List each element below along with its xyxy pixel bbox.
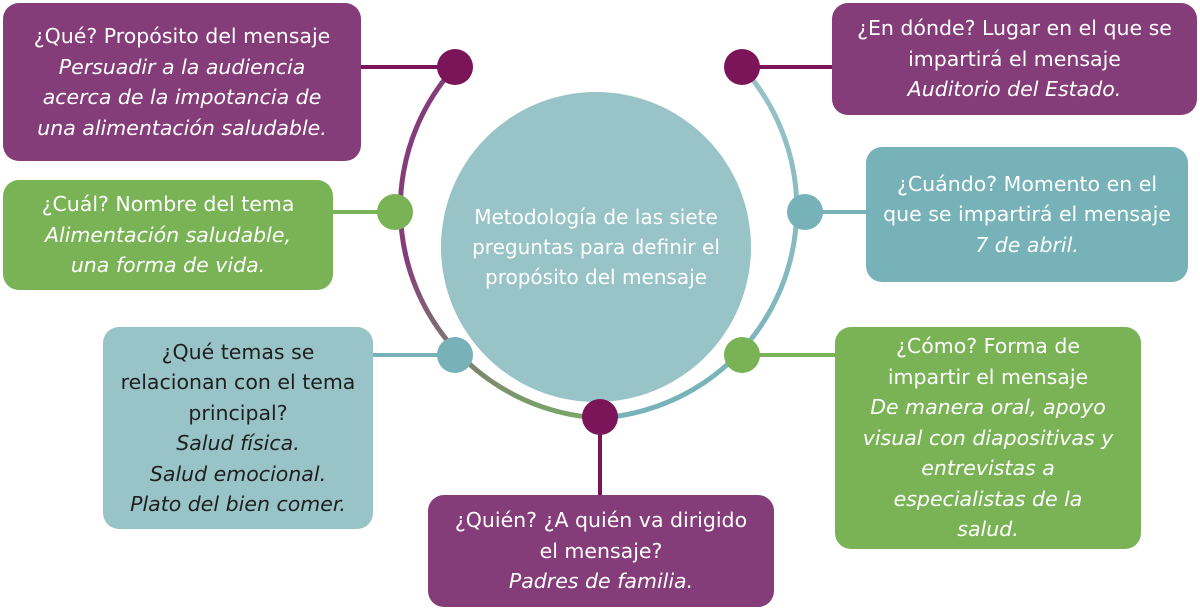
node-temas xyxy=(437,337,473,373)
center-circle xyxy=(441,92,751,402)
box-como-answer: entrevistas a xyxy=(921,456,1055,481)
center-title: Metodología de las siete preguntas para … xyxy=(441,92,751,402)
node-cual xyxy=(377,194,413,230)
node-que xyxy=(437,49,473,85)
box-cuando-question: ¿Cuándo? Momento en el xyxy=(896,171,1158,196)
box-temas-question: ¿Qué temas se xyxy=(161,339,315,364)
box-donde-question: ¿En dónde? Lugar en el que se xyxy=(857,16,1172,41)
center-line: propósito del mensaje xyxy=(485,265,707,289)
box-donde: ¿En dónde? Lugar en el que se impartirá … xyxy=(832,3,1197,115)
ring-right-arc xyxy=(599,65,800,421)
box-temas: ¿Qué temas se relacionan con el tema pri… xyxy=(103,327,373,529)
box-como: ¿Cómo? Forma de impartir el mensaje De m… xyxy=(835,327,1141,549)
box-quien-answer: Padres de familia. xyxy=(508,569,694,594)
box-temas-question: principal? xyxy=(188,400,288,425)
box-donde-answer: Auditorio del Estado. xyxy=(907,77,1122,102)
box-cuando: ¿Cuándo? Momento en el que se impartirá … xyxy=(866,147,1188,282)
box-que-answer: acerca de la impotancia de xyxy=(42,85,322,109)
box-cual-answer: una forma de vida. xyxy=(70,253,266,278)
box-como-question: impartir el mensaje xyxy=(887,364,1089,389)
box-que-question: ¿Qué? Propósito del mensaje xyxy=(33,24,331,48)
box-temas-answer: Salud emocional. xyxy=(149,461,327,486)
box-cual-answer: Alimentación saludable, xyxy=(45,222,291,247)
box-quien: ¿Quién? ¿A quién va dirigido el mensaje?… xyxy=(428,495,774,607)
box-que: ¿Qué? Propósito del mensaje Persuadir a … xyxy=(3,3,361,161)
box-como-answer: visual con diapositivas y xyxy=(862,425,1114,450)
box-quien-question: el mensaje? xyxy=(539,538,663,563)
node-como xyxy=(724,337,760,373)
box-como-question: ¿Cómo? Forma de xyxy=(896,334,1080,359)
node-cuando xyxy=(787,194,823,230)
box-quien-question: ¿Quién? ¿A quién va dirigido xyxy=(454,508,748,533)
box-temas-question: relacionan con el tema xyxy=(120,370,356,394)
box-como-answer: salud. xyxy=(957,517,1019,542)
center-line: Metodología de las siete xyxy=(474,205,718,229)
box-donde-question: impartirá el mensaje xyxy=(908,46,1121,71)
ring-left-arc xyxy=(397,65,601,421)
box-temas-answer: Salud física. xyxy=(176,431,300,455)
node-donde xyxy=(724,49,760,85)
box-temas-answer: Plato del bien comer. xyxy=(130,492,346,516)
box-que-answer: Persuadir a la audiencia xyxy=(58,54,306,79)
box-que-answer: una alimentación saludable. xyxy=(37,115,327,140)
node-quien xyxy=(582,399,618,435)
box-como-answer: especialistas de la xyxy=(893,486,1083,511)
box-cuando-question: que se impartirá el mensaje xyxy=(883,202,1171,227)
box-cual-question: ¿Cuál? Nombre del tema xyxy=(41,192,295,217)
box-como-answer: De manera oral, apoyo xyxy=(870,395,1106,420)
box-cuando-answer: 7 de abril. xyxy=(975,232,1079,257)
center-line: preguntas para definir el xyxy=(472,235,720,259)
box-cual: ¿Cuál? Nombre del tema Alimentación salu… xyxy=(3,180,333,290)
